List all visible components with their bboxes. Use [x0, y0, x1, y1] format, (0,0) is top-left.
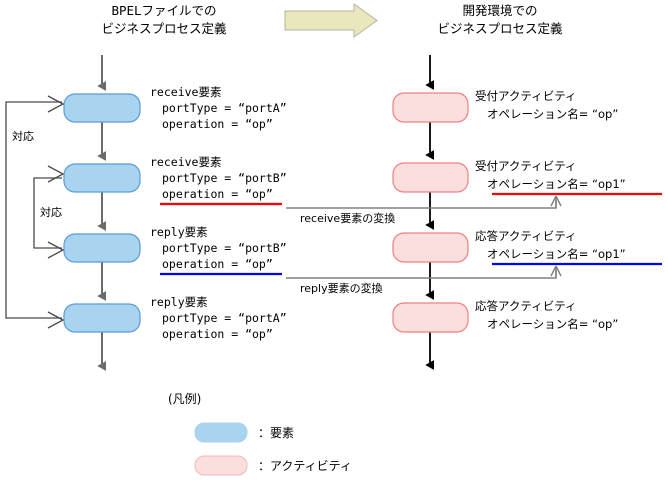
activity-box-2[interactable] — [392, 232, 469, 263]
activity-label-0-line1: 受付アクティビティ — [475, 89, 577, 103]
activity-label-2-line1: 応答アクティビティ — [475, 229, 577, 243]
correspondence-inner-path — [33, 177, 62, 249]
bpel-label-0-line2: portType = “portA” — [162, 101, 287, 115]
bpel-label-2: reply要素 portType = “portB” operation = “… — [150, 225, 287, 276]
bpel-label-0: receive要素 portType = “portA” operation =… — [150, 85, 287, 131]
bpel-element-box-3-shape[interactable] — [63, 303, 141, 333]
right-title-line2: ビジネスプロセス定義 — [437, 21, 563, 36]
correspondence-label-inner: 対応 — [40, 205, 62, 219]
legend-label-element: ：要素 — [258, 426, 294, 440]
bpel-element-box-1-shape[interactable] — [63, 163, 141, 193]
transform-connector-receive: receive要素の変換 — [286, 195, 562, 225]
left-column-title: BPELファイルでの ビジネスプロセス定義 — [101, 3, 227, 36]
legend-label-activity: ：アクティビティ — [258, 459, 352, 473]
bpel-element-box-0-shape[interactable] — [63, 93, 141, 123]
legend-item-activity: ：アクティビティ — [194, 455, 352, 476]
correspondence-bracket-inner: 対応 — [33, 165, 65, 259]
left-title-line2: ビジネスプロセス定義 — [101, 21, 227, 36]
bpel-element-box-2[interactable] — [63, 233, 141, 263]
activity-box-0[interactable] — [392, 92, 469, 123]
bpel-label-2-line3: operation = “op” — [162, 257, 273, 271]
bpel-label-2-line2: portType = “portB” — [162, 241, 287, 255]
correspondence-label-outer: 対応 — [12, 129, 34, 143]
activity-box-1-shape[interactable] — [392, 162, 469, 193]
right-column-title: 開発環境での ビジネスプロセス定義 — [437, 3, 563, 36]
correspondence-inner-arrowhead-top — [47, 165, 65, 183]
bpel-label-1-line2: portType = “portB” — [162, 171, 287, 185]
legend-swatch-element — [194, 422, 248, 443]
bpel-label-3-line2: portType = “portA” — [162, 311, 287, 325]
left-title-line1: BPELファイルでの — [111, 3, 216, 18]
bpel-label-1-line3: operation = “op” — [162, 187, 273, 201]
big-arrow-shape — [284, 3, 378, 38]
transform-connector-reply: reply要素の変換 — [286, 265, 562, 295]
bpel-element-box-0[interactable] — [63, 93, 141, 123]
activity-label-3: 応答アクティビティ オペレーション名= “op” — [475, 299, 618, 331]
bpel-label-1-line1: receive要素 — [150, 155, 221, 169]
transform-reply-arrowhead — [550, 265, 562, 278]
bpel-label-0-line3: operation = “op” — [162, 117, 273, 131]
activity-label-2-line2: オペレーション名= “op1” — [487, 247, 626, 261]
activity-label-3-line2: オペレーション名= “op” — [487, 317, 618, 331]
activity-label-3-line1: 応答アクティビティ — [475, 299, 577, 313]
activity-box-2-shape[interactable] — [392, 232, 469, 263]
correspondence-outer-path — [5, 101, 62, 319]
transform-label-receive: receive要素の変換 — [300, 211, 395, 225]
bpel-label-3-line3: operation = “op” — [162, 327, 273, 341]
activity-label-1: 受付アクティビティ オペレーション名= “op1” — [475, 159, 662, 196]
correspondence-outer-arrowhead-bottom — [47, 311, 65, 329]
bpel-element-box-2-shape[interactable] — [63, 233, 141, 263]
bpel-label-2-line1: reply要素 — [150, 225, 208, 239]
legend-heading: (凡例) — [168, 392, 201, 406]
transform-label-reply: reply要素の変換 — [300, 281, 383, 295]
bpel-label-3: reply要素 portType = “portA” operation = “… — [150, 295, 287, 341]
activity-label-0-line2: オペレーション名= “op” — [487, 107, 618, 121]
activity-box-1[interactable] — [392, 162, 469, 193]
correspondence-inner-arrowhead-bottom — [47, 241, 65, 259]
activity-box-0-shape[interactable] — [392, 92, 469, 123]
bpel-element-box-3[interactable] — [63, 303, 141, 333]
right-title-line1: 開発環境での — [462, 3, 537, 18]
bpel-element-box-1[interactable] — [63, 163, 141, 193]
correspondence-outer-arrowhead-top — [47, 95, 65, 113]
legend-item-element: ：要素 — [194, 422, 294, 443]
correspondence-bracket-outer: 対応 — [5, 95, 65, 329]
activity-label-1-line2: オペレーション名= “op1” — [487, 177, 626, 191]
bpel-label-0-line1: receive要素 — [150, 85, 221, 99]
big-transform-arrow — [284, 3, 378, 38]
transform-receive-arrowhead — [550, 195, 562, 208]
legend-swatch-activity — [194, 455, 248, 476]
legend: (凡例) ：要素 ：アクティビティ — [168, 392, 352, 476]
activity-box-3-shape[interactable] — [392, 302, 469, 333]
activity-label-2: 応答アクティビティ オペレーション名= “op1” — [475, 229, 662, 266]
activity-label-0: 受付アクティビティ オペレーション名= “op” — [475, 89, 618, 121]
activity-box-3[interactable] — [392, 302, 469, 333]
bpel-label-3-line1: reply要素 — [150, 295, 208, 309]
bpel-label-1: receive要素 portType = “portB” operation =… — [150, 155, 287, 206]
activity-label-1-line1: 受付アクティビティ — [475, 159, 577, 173]
